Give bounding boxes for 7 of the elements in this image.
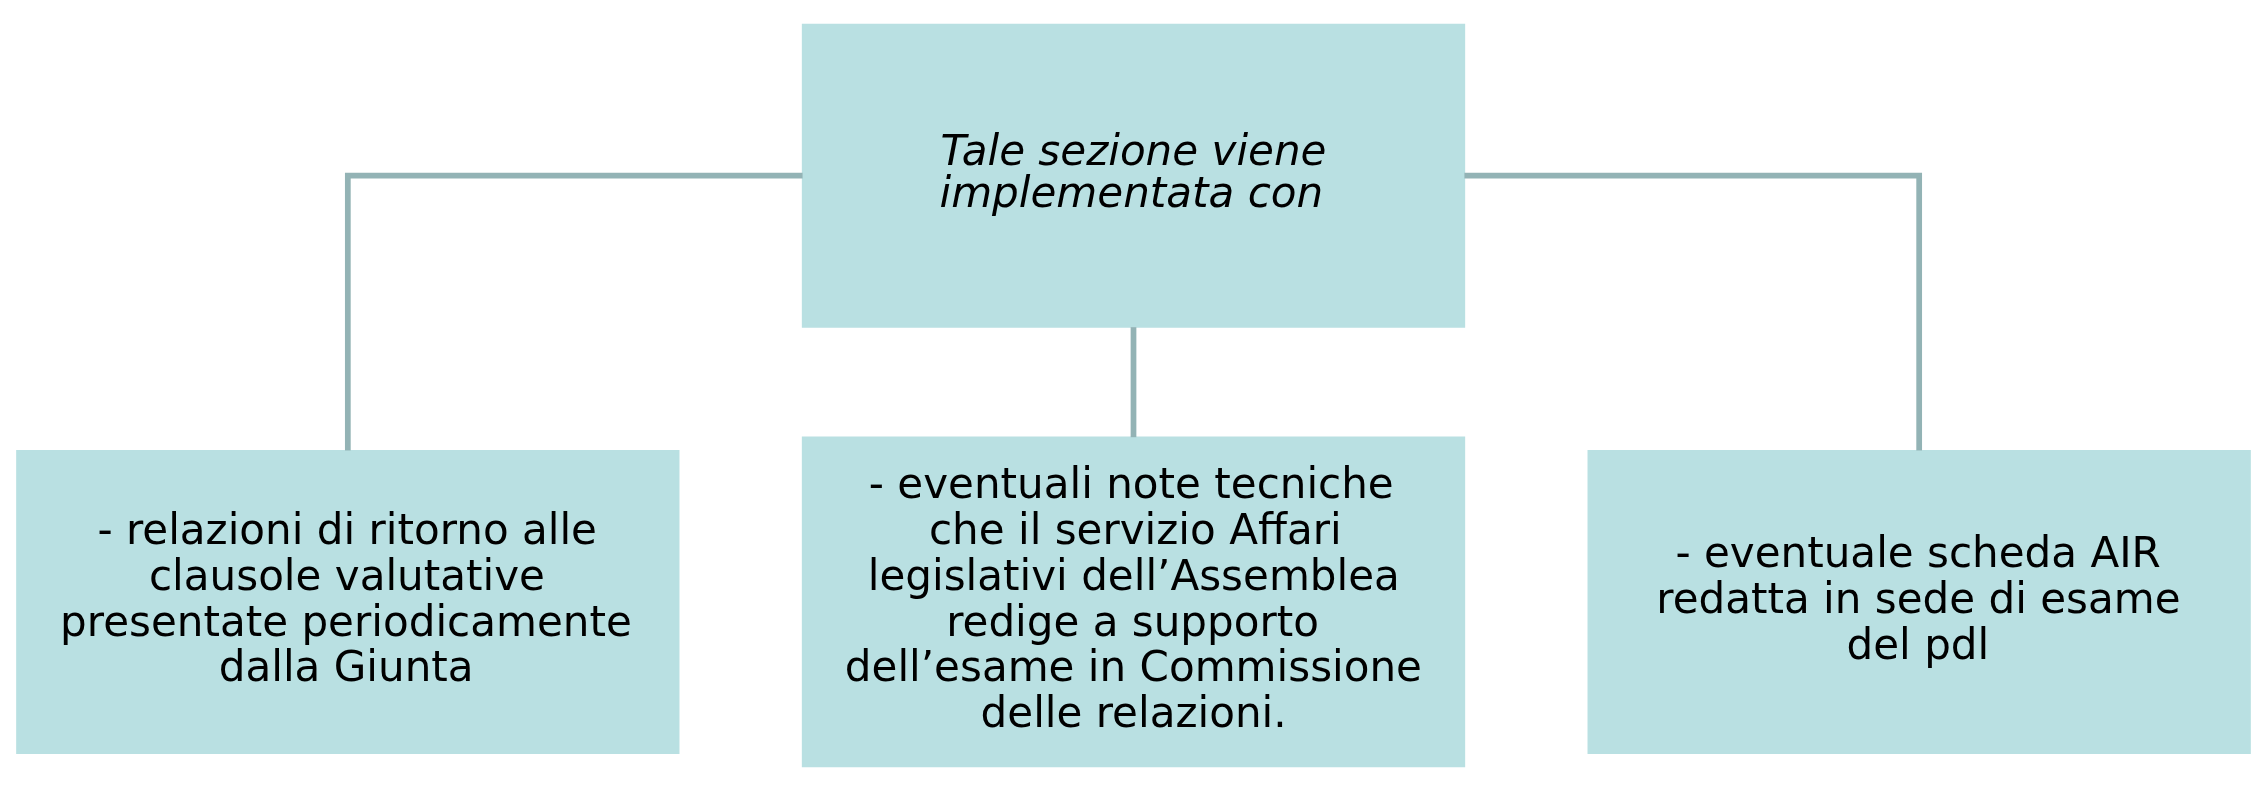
connector [344, 172, 803, 451]
node-box: - relazioni di ritorno alle clausole valutative presentate periodicamente dalla Giunta [16, 450, 680, 754]
node-box: - eventuali note tecniche che il servizio Affari legislativi dell’Assemblea redige a supporto dell’esame in Commissione delle relazioni. [801, 436, 1466, 768]
node-box: - eventuale scheda AIR redatta in sede di esame del pdl [1587, 450, 2251, 754]
connector [1464, 172, 1923, 451]
node-box: Tale sezione viene implementata con [801, 23, 1466, 328]
connector [1130, 327, 1137, 438]
